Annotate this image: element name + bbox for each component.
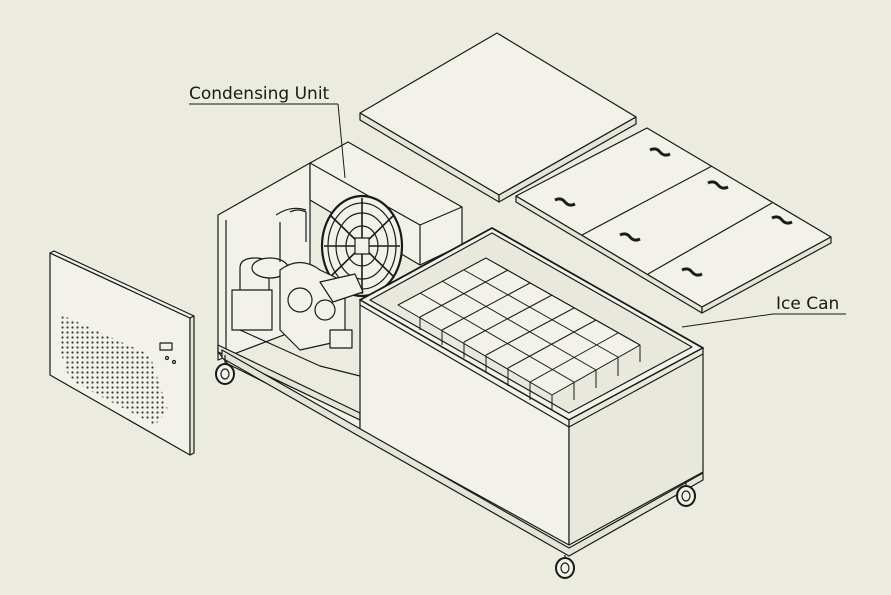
condenser-fan <box>320 194 404 298</box>
caster-rear-right <box>676 481 696 507</box>
caster-front-middle <box>555 555 575 579</box>
condensing-unit-leader <box>337 103 346 179</box>
ice-can-leader <box>681 313 774 328</box>
front-access-panel <box>49 250 195 456</box>
compressor-assembly <box>231 207 364 377</box>
ice-can-grid <box>397 257 641 410</box>
leader-lines <box>189 103 846 328</box>
control-display-icon <box>159 342 173 351</box>
caster-front-left <box>215 355 235 385</box>
lid-stack <box>359 32 832 314</box>
condensing-unit-label: Condensing Unit <box>189 84 330 104</box>
ice-can-label: Ice Can <box>776 294 840 314</box>
base-frame <box>221 349 704 557</box>
